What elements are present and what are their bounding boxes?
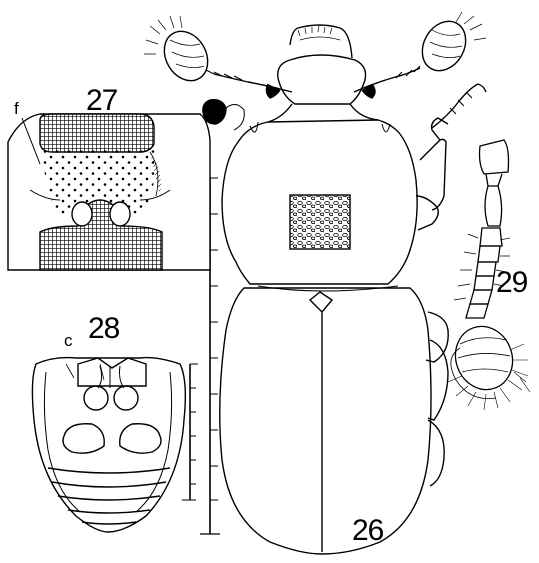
figure-26-label: 26 <box>352 516 383 546</box>
prosternum-drawing <box>8 114 210 270</box>
figure-29-label: 29 <box>496 268 527 298</box>
ventral-view-drawing <box>32 358 185 532</box>
callout-c-label: c <box>64 332 73 349</box>
figure-28-label: 28 <box>88 314 119 344</box>
figure-27-label: 27 <box>86 86 117 116</box>
beetle-habitus-drawing <box>144 12 486 554</box>
callout-f-label: f <box>14 100 19 117</box>
